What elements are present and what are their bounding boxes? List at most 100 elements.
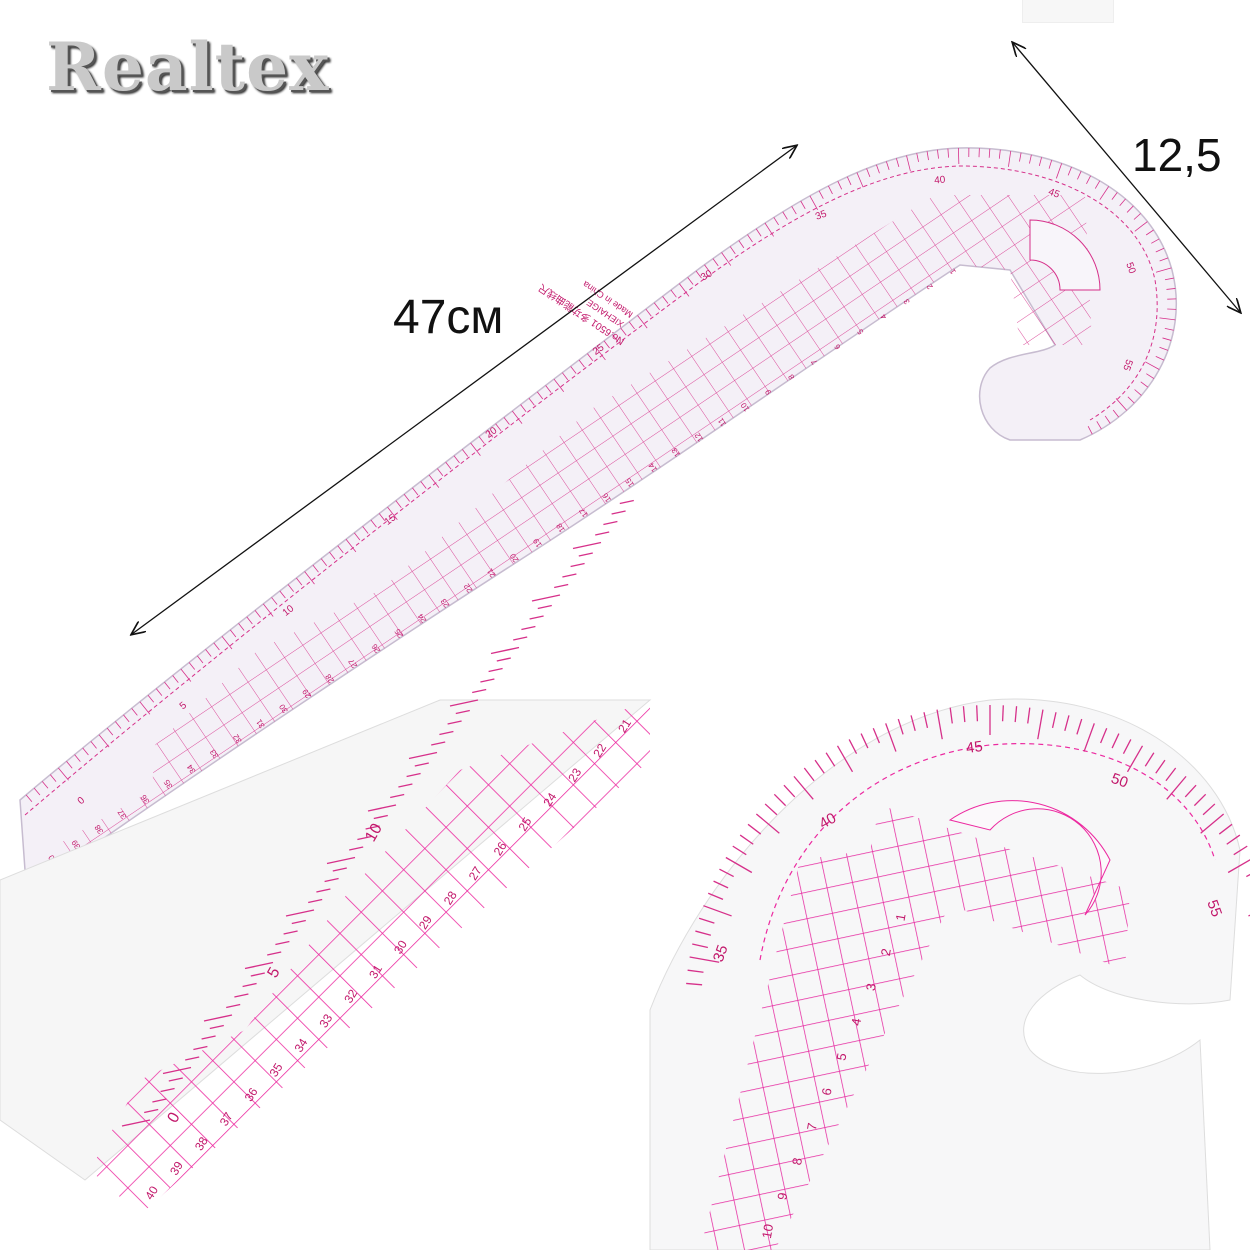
scale-tick: [390, 793, 405, 799]
scale-tick: [1165, 767, 1177, 782]
scale-tick: [162, 1066, 192, 1075]
scale-tick: [185, 1056, 200, 1061]
scale-tick: [234, 993, 249, 998]
inset-grid-number: 9: [774, 1191, 790, 1201]
scale-tick: [1159, 317, 1176, 321]
inset-ruler-closeup-left: 0510212223242526272829303132333435363738…: [0, 499, 652, 1215]
grid-number: 7: [809, 357, 819, 366]
scale-tick: [1164, 328, 1174, 331]
scale-tick: [242, 982, 257, 988]
scale-tick: [1144, 752, 1155, 767]
scale-tick: [203, 1014, 233, 1022]
brand-logo: Realtex: [46, 28, 330, 106]
scale-tick: [250, 972, 265, 977]
scale-tick: [836, 745, 854, 773]
scale-tick: [1162, 337, 1172, 341]
inset-grid-number: 2: [878, 947, 894, 957]
scale-tick: [82, 747, 89, 756]
scale-tick: [123, 714, 130, 723]
inset-scale-label: 40: [816, 810, 839, 833]
scale-tick: [866, 168, 871, 178]
scale-tick: [521, 625, 536, 631]
scale-tick: [1145, 361, 1160, 370]
scale-tick: [1155, 356, 1165, 361]
scale-tick: [90, 741, 97, 749]
scale-tick: [513, 636, 528, 641]
scale-tick: [923, 712, 929, 728]
scale-tick: [686, 982, 703, 986]
scale-tick: [848, 739, 858, 754]
scale-tick: [480, 678, 495, 683]
scale-tick: [818, 190, 824, 199]
inset-scale-label: 10: [362, 821, 386, 845]
scale-tick: [936, 709, 943, 740]
scale-tick: [1226, 834, 1241, 845]
scale-tick: [783, 784, 796, 798]
scale-tick: [897, 718, 904, 735]
scale-tick: [837, 181, 843, 190]
scale-tick: [531, 594, 561, 602]
scale-tick: [725, 856, 753, 874]
scale-tick: [431, 741, 446, 746]
inset-scale-label: 35: [710, 943, 732, 964]
edge-of-card: [1022, 0, 1114, 23]
scale-tick: [689, 956, 720, 963]
grid-number: 4: [878, 312, 888, 321]
scale-tick: [719, 868, 734, 878]
scale-tick: [316, 888, 331, 893]
scale-tick: [814, 759, 825, 774]
scale-tick: [570, 562, 585, 568]
scale-tick: [201, 1035, 216, 1040]
scale-tick: [1155, 759, 1166, 774]
inset-grid-number: 8: [789, 1157, 805, 1167]
scale-tick: [193, 1045, 208, 1051]
scale-tick: [937, 149, 939, 159]
inset-grid-number: 3: [863, 982, 879, 992]
scale-tick: [74, 754, 81, 762]
scale-tick: [793, 775, 814, 800]
scale-tick: [707, 892, 724, 901]
scale-tick: [809, 195, 818, 210]
scale-tick: [58, 767, 69, 781]
scale-tick: [209, 1024, 224, 1030]
scale-tick: [773, 793, 787, 807]
inset-grid-number: 1: [893, 912, 909, 922]
grid-number: 3: [901, 297, 911, 306]
inset-grid-number: 4: [848, 1017, 864, 1027]
scale-tick: [398, 783, 413, 788]
width-label: 12,5: [1132, 129, 1222, 181]
scale-tick: [205, 649, 212, 657]
scale-tick: [1087, 426, 1093, 435]
inset-scale-label: 55: [1203, 898, 1225, 919]
scale-tick: [578, 552, 593, 557]
scale-tick: [324, 877, 339, 883]
scale-tick: [291, 919, 306, 925]
grid-band: [48, 195, 1092, 876]
scale-tick: [1122, 739, 1132, 754]
inset-grid-number: 6: [819, 1087, 835, 1097]
scale-tick: [1051, 712, 1057, 728]
scale-tick: [872, 727, 881, 744]
scale-tick: [1140, 381, 1149, 388]
scale-tick: [595, 531, 610, 536]
scale-tick: [244, 961, 274, 970]
scale-tick: [803, 767, 815, 782]
scale-tick: [732, 845, 747, 856]
scale-tick: [1027, 707, 1031, 724]
inset-grid-number: 7: [804, 1122, 820, 1132]
scale-tick: [692, 943, 708, 949]
scale-tick: [33, 787, 41, 796]
scale-tick: [747, 823, 762, 835]
scale-tick: [131, 708, 138, 716]
outer-scale-label: 0: [76, 795, 88, 807]
scale-tick: [373, 814, 388, 820]
scale-tick: [998, 149, 1001, 159]
scale-tick: [1112, 409, 1119, 418]
scale-tick: [1127, 396, 1135, 404]
scale-tick: [949, 707, 953, 724]
scale-tick: [414, 762, 429, 767]
scale-tick: [764, 803, 778, 816]
